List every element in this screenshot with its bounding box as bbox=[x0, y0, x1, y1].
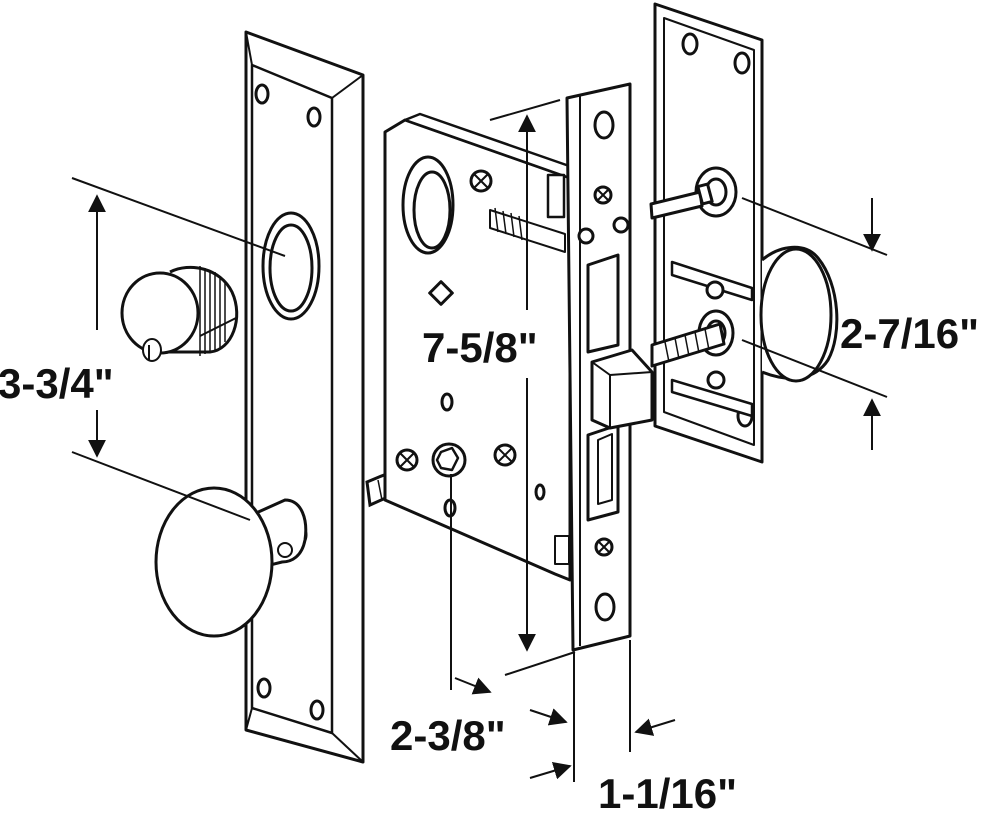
label-backset-height: 3-3/4" bbox=[0, 360, 114, 407]
left-knob bbox=[154, 486, 308, 638]
dimension-case-height bbox=[489, 99, 576, 676]
screw-hole-icon bbox=[254, 83, 270, 105]
label-faceplate-width: 1-1/16" bbox=[598, 770, 737, 817]
dimension-strike-spacing bbox=[741, 197, 888, 450]
latch-bolt bbox=[590, 348, 654, 430]
screw-hole-icon bbox=[256, 677, 272, 699]
screw-icon bbox=[577, 227, 595, 245]
screw-icon bbox=[612, 216, 630, 234]
screw-hole-icon bbox=[593, 110, 615, 140]
label-strike-spacing: 2-7/16" bbox=[840, 310, 979, 357]
right-knob bbox=[759, 245, 839, 383]
screw-hole-icon bbox=[681, 32, 699, 56]
screw-hole-icon bbox=[733, 51, 751, 75]
lock-case bbox=[383, 112, 577, 582]
keyhole-icon bbox=[142, 338, 162, 362]
label-backset: 2-3/8" bbox=[390, 712, 506, 759]
screw-hole-icon bbox=[594, 592, 616, 622]
screw-hole-icon bbox=[306, 106, 322, 128]
strike-plate bbox=[649, 2, 764, 464]
dimension-backset-height bbox=[71, 177, 286, 521]
label-case-height: 7-5/8" bbox=[422, 324, 538, 371]
dimension-faceplate-width bbox=[529, 640, 676, 780]
dimension-backset bbox=[450, 474, 575, 782]
screw-hole-icon bbox=[309, 699, 325, 721]
square-hole bbox=[428, 280, 454, 306]
left-escutcheon-plate bbox=[244, 30, 365, 764]
key-cylinder bbox=[120, 265, 239, 362]
